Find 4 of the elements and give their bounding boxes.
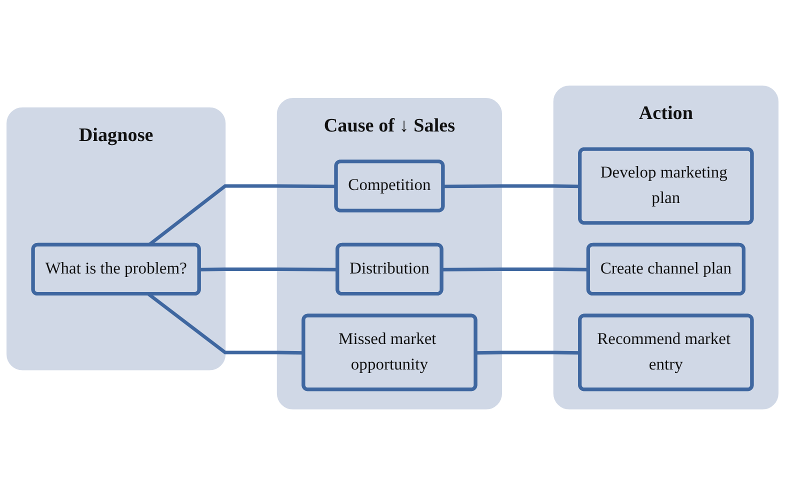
connector — [443, 184, 580, 188]
connector — [200, 268, 338, 272]
connector — [442, 268, 589, 272]
connector — [476, 350, 580, 355]
